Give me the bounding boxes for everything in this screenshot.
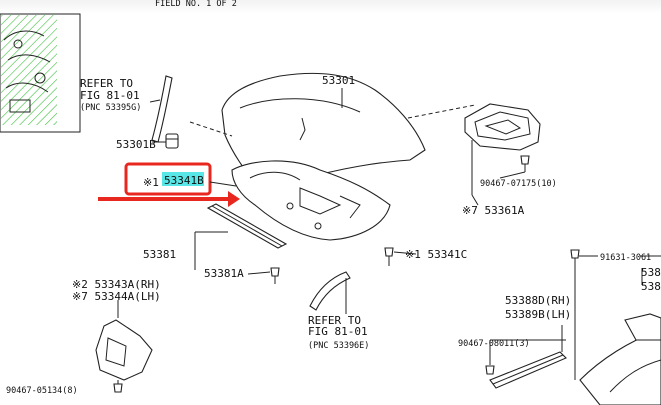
fender-edge [570, 249, 661, 405]
leader-53341b [209, 181, 237, 187]
label-91631: 91631-3061 [600, 253, 651, 263]
refer-top-left: REFER TO FIG 81-01 (PNC 53395G) [80, 77, 141, 113]
label-53389b: 53389B(LH) [505, 308, 571, 321]
refer-bottom-line3: (PNC 53396E) [308, 341, 369, 351]
weatherstrip-left [149, 75, 173, 143]
clip-90467-07175 [499, 155, 530, 179]
highlight-box [124, 162, 212, 196]
highlight-fill [162, 172, 204, 186]
label-53301b: 53301B [116, 138, 156, 151]
weatherstrip-center [309, 271, 351, 314]
label-53301: 53301 [322, 74, 355, 87]
leader-dash-right [407, 104, 476, 119]
clip-53341c [384, 247, 417, 266]
label-538-b: 538 [641, 280, 661, 293]
label-53341c: ※1 53341C [405, 248, 467, 261]
inset-thumbnail [0, 13, 81, 133]
label-538-a: 538 [641, 266, 661, 279]
label-53344a: ※7 53344A(LH) [72, 290, 161, 303]
label-53341b-prefix: ※1 [143, 176, 159, 189]
label-90467-07175: 90467-07175(10) [480, 179, 557, 189]
hood-inner-panel [231, 160, 391, 241]
refer-top-left-line2: FIG 81-01 [80, 89, 140, 102]
label-53361a: ※7 53361A [462, 204, 525, 217]
label-90467-05134: 90467-05134(8) [6, 386, 78, 396]
label-53388d: 53388D(RH) [505, 294, 571, 307]
label-53341b: 53341B [164, 174, 204, 187]
refer-bottom: REFER TO FIG 81-01 (PNC 53396E) [308, 314, 369, 351]
label-90467-08011: 90467-08011(3) [458, 339, 530, 349]
moulding-53388d [485, 325, 567, 389]
header-strip [0, 0, 661, 14]
leader-dash-left [189, 121, 233, 137]
seal-53381 [194, 203, 288, 270]
hood-insulator-53361a [464, 103, 541, 206]
label-53381a: 53381A [204, 267, 244, 280]
refer-top-left-line3: (PNC 53395G) [80, 103, 141, 113]
cushion-53301b [152, 133, 179, 149]
refer-bottom-line1: REFER TO [308, 314, 361, 327]
refer-top-left-line1: REFER TO [80, 77, 133, 90]
red-arrow [98, 191, 240, 207]
refer-bottom-line2: FIG 81-01 [308, 325, 368, 338]
hinge-53343a [95, 300, 153, 393]
label-53381: 53381 [143, 248, 176, 261]
clip-53381a [247, 267, 280, 284]
header-text: FIELD NO. 1 OF 2 [155, 0, 237, 9]
label-53343a: ※2 53343A(RH) [72, 278, 161, 291]
